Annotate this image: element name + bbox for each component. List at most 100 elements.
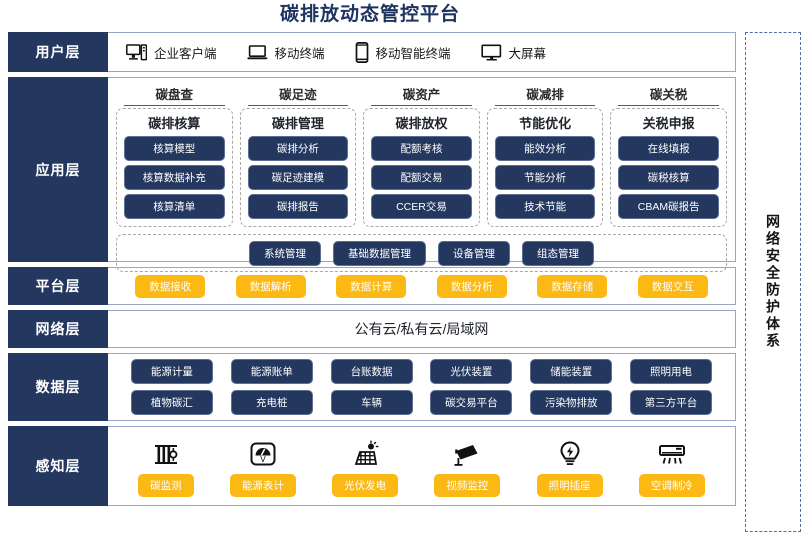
application-group-carbon-inventory: 碳盘查 碳排核算 核算模型 核算数据补充 核算清单: [116, 84, 233, 227]
application-group-carbon-footprint: 碳足迹 碳排管理 碳排分析 碳足迹建模 碳排报告: [239, 84, 357, 227]
app-feature-pill[interactable]: 碳税核算: [618, 165, 719, 190]
user-terminal-label: 大屏幕: [508, 46, 547, 61]
desktop-tower-icon: [126, 43, 147, 61]
app-feature-pill[interactable]: 节能分析: [494, 165, 596, 190]
security-system-label: 网络安全防护体系: [765, 214, 781, 350]
user-terminal-large-screen[interactable]: 大屏幕: [480, 43, 547, 62]
data-pill-pollutant-emission[interactable]: 污染物排放: [530, 390, 613, 415]
layer-data-label: 数据层: [8, 353, 108, 421]
perception-device-lighting-socket[interactable]: 照明插座: [536, 436, 603, 497]
group-box: 碳排管理 碳排分析 碳足迹建模 碳排报告: [239, 108, 357, 227]
platform-pill-data-storage[interactable]: 数据存储: [537, 274, 608, 298]
layer-network-body: 公有云/私有云/局域网: [108, 311, 735, 347]
platform-pill-data-parse[interactable]: 数据解析: [235, 274, 306, 298]
app-feature-pill[interactable]: 技术节能: [494, 194, 596, 219]
group-title: 碳减排: [494, 84, 596, 106]
app-feature-pill[interactable]: 核算模型: [124, 136, 225, 161]
group-title: 碳关税: [618, 84, 719, 106]
page-title: 碳排放动态管控平台: [279, 4, 460, 25]
lightbulb-icon: [556, 436, 584, 468]
layer-network-label: 网络层: [8, 310, 108, 348]
data-source-row: 能源计量 能源账单 台账数据 光伏装置 储能装置 照明用电: [122, 359, 721, 384]
data-pill-pv-device[interactable]: 光伏装置: [430, 359, 513, 384]
user-terminal-label: 移动智能终端: [375, 46, 451, 61]
data-pill-charging-pile[interactable]: 充电桩: [230, 390, 313, 415]
application-group-carbon-reduction: 碳减排 节能优化 能效分析 节能分析 技术节能: [486, 84, 604, 227]
perception-device-energy-meter[interactable]: V 能源表计: [229, 436, 296, 497]
layer-user-label: 用户层: [8, 32, 108, 72]
application-group-list: 碳盘查 碳排核算 核算模型 核算数据补充 核算清单 碳足迹 碳排管理: [116, 84, 727, 227]
perception-device-pv-generation[interactable]: 光伏发电: [332, 436, 399, 497]
network-text: 公有云/私有云/局域网: [354, 321, 489, 337]
group-box: 节能优化 能效分析 节能分析 技术节能: [486, 108, 604, 227]
data-pill-energy-bill[interactable]: 能源账单: [230, 359, 313, 384]
group-subtitle: 碳排核算: [148, 116, 201, 131]
app-feature-pill[interactable]: 配额考核: [371, 136, 472, 161]
layer-perception-label: 感知层: [8, 426, 108, 506]
perception-pill[interactable]: 视频监控: [434, 473, 501, 497]
app-feature-pill[interactable]: 碳足迹建模: [247, 165, 349, 190]
layer-platform-body: 数据接收 数据解析 数据计算 数据分析 数据存储 数据交互: [108, 268, 735, 304]
platform-pill-data-exchange[interactable]: 数据交互: [637, 274, 708, 298]
layer-application: 应用层 碳盘查 碳排核算 核算模型 核算数据补充 核算清单: [8, 77, 736, 272]
smartphone-icon: [355, 41, 369, 63]
app-feature-pill[interactable]: 核算数据补充: [124, 165, 225, 190]
layer-data: 数据层 能源计量 能源账单 台账数据 光伏装置 储能装置 照明用电 植物碳汇 充…: [8, 353, 736, 421]
app-feature-pill[interactable]: CBAM碳报告: [618, 194, 719, 219]
data-source-grid: 能源计量 能源账单 台账数据 光伏装置 储能装置 照明用电 植物碳汇 充电桩 车…: [108, 354, 735, 420]
perception-pill[interactable]: 空调制冷: [638, 473, 705, 497]
data-pill-vehicle[interactable]: 车辆: [330, 390, 413, 415]
user-terminal-enterprise-client[interactable]: 企业客户端: [126, 43, 217, 62]
app-feature-pill[interactable]: 碳排报告: [247, 194, 349, 219]
data-pill-plant-carbon-sink[interactable]: 植物碳汇: [130, 390, 213, 415]
perception-device-list: 碳监测 V 能源表计: [108, 427, 735, 505]
data-source-row: 植物碳汇 充电桩 车辆 碳交易平台 污染物排放 第三方平台: [122, 390, 721, 415]
data-pill-ledger-data[interactable]: 台账数据: [330, 359, 413, 384]
platform-pill-data-compute[interactable]: 数据计算: [336, 274, 407, 298]
security-system-bar: 网络安全防护体系: [745, 32, 801, 532]
app-feature-pill[interactable]: 配额交易: [371, 165, 472, 190]
user-terminal-smart-mobile[interactable]: 移动智能终端: [355, 41, 451, 63]
perception-device-video-surveillance[interactable]: 视频监控: [434, 436, 501, 497]
app-feature-pill[interactable]: CCER交易: [371, 194, 472, 219]
perception-device-carbon-monitor[interactable]: 碳监测: [138, 436, 194, 497]
carbon-sensor-icon: [152, 436, 180, 468]
layer-data-body: 能源计量 能源账单 台账数据 光伏装置 储能装置 照明用电 植物碳汇 充电桩 车…: [108, 354, 735, 420]
app-feature-pill[interactable]: 能效分析: [494, 136, 596, 161]
perception-pill[interactable]: 照明插座: [536, 473, 603, 497]
data-pill-carbon-trading-platform[interactable]: 碳交易平台: [430, 390, 513, 415]
solar-panel-icon: [351, 436, 379, 468]
group-title: 碳足迹: [247, 84, 349, 106]
data-pill-energy-metering[interactable]: 能源计量: [130, 359, 213, 384]
app-feature-pill[interactable]: 碳排分析: [247, 136, 349, 161]
perception-pill[interactable]: 能源表计: [229, 473, 296, 497]
user-terminal-mobile[interactable]: 移动终端: [246, 43, 325, 62]
monitor-icon: [480, 43, 502, 61]
perception-pill[interactable]: 碳监测: [138, 473, 194, 497]
svg-text:V: V: [260, 455, 266, 464]
management-pill-configuration[interactable]: 组态管理: [522, 240, 594, 266]
management-box: 系统管理 基础数据管理 设备管理 组态管理: [116, 234, 727, 272]
perception-device-air-conditioning[interactable]: 空调制冷: [638, 436, 705, 497]
user-terminal-list: 企业客户端 移动终端: [108, 33, 735, 71]
management-pill-system[interactable]: 系统管理: [249, 240, 321, 266]
application-group-carbon-tariff: 碳关税 关税申报 在线填报 碳税核算 CBAM碳报告: [610, 84, 727, 227]
platform-capability-list: 数据接收 数据解析 数据计算 数据分析 数据存储 数据交互: [108, 268, 735, 304]
platform-pill-data-analysis[interactable]: 数据分析: [436, 274, 507, 298]
group-title: 碳资产: [371, 84, 472, 106]
air-conditioner-icon: [658, 436, 686, 468]
app-feature-pill[interactable]: 核算清单: [124, 194, 225, 219]
app-feature-pill[interactable]: 在线填报: [618, 136, 719, 161]
platform-pill-data-receive[interactable]: 数据接收: [135, 274, 206, 298]
management-pill-basic-data[interactable]: 基础数据管理: [333, 240, 426, 266]
layer-platform: 平台层 数据接收 数据解析 数据计算 数据分析 数据存储 数据交互: [8, 267, 736, 305]
management-pill-device[interactable]: 设备管理: [438, 240, 510, 266]
layer-perception-body: 碳监测 V 能源表计: [108, 427, 735, 505]
data-pill-storage-device[interactable]: 储能装置: [530, 359, 613, 384]
data-pill-lighting-power[interactable]: 照明用电: [630, 359, 713, 384]
user-terminal-label: 企业客户端: [154, 46, 217, 61]
data-pill-third-party-platform[interactable]: 第三方平台: [630, 390, 713, 415]
perception-pill[interactable]: 光伏发电: [332, 473, 399, 497]
group-subtitle: 碳排管理: [271, 116, 324, 131]
